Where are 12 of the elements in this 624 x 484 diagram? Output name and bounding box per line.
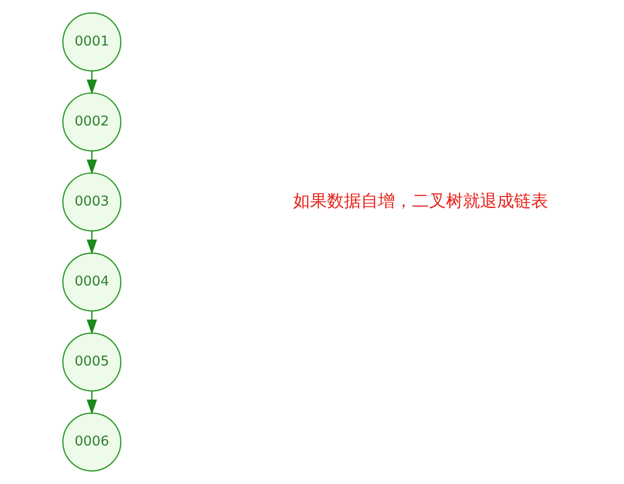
- arrow: [86, 151, 97, 174]
- node-circle: 0001: [62, 12, 121, 72]
- arrow: [86, 391, 97, 414]
- node-circle: 0006: [62, 412, 121, 472]
- arrow: [86, 311, 97, 334]
- node-circle: 0005: [62, 332, 121, 392]
- node-circle: 0003: [62, 172, 121, 232]
- arrow: [86, 71, 97, 94]
- node-circle: 0004: [62, 252, 121, 312]
- label: 如果数据自增，二叉树就退成链表: [292, 192, 548, 212]
- arrow: [86, 231, 97, 254]
- node-circle: 0002: [62, 92, 121, 152]
